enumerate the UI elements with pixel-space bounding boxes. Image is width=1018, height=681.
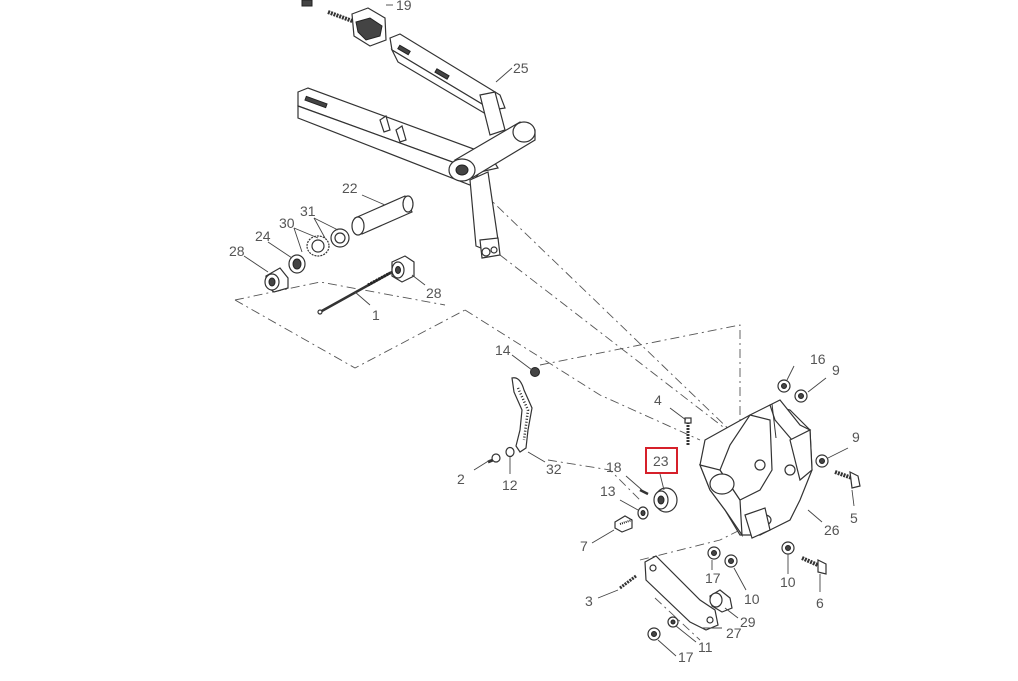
plate-27 [644,555,719,631]
callout-30: 30 [279,215,295,231]
washer-13 [637,506,649,520]
callout-14: 14 [495,342,511,358]
highlight-box-23 [645,447,678,474]
callout-17-upper: 17 [705,570,721,586]
bearing-set [264,228,350,293]
callout-5: 5 [850,510,858,526]
callout-27: 27 [726,625,742,641]
bolt-6 [801,556,827,575]
washer-12 [505,446,515,458]
callout-10-upper: 10 [744,591,760,607]
callout-22: 22 [342,180,358,196]
bolt-2 [487,453,501,464]
assembly-guide-lines [234,179,761,641]
callout-25: 25 [513,60,529,76]
bolt-4 [684,417,692,445]
strap-32 [511,377,533,453]
bolt-5 [834,470,861,489]
callout-7: 7 [580,538,588,554]
nut-17-lower [647,627,661,641]
callout-31: 31 [300,203,316,219]
callout-32: 32 [546,461,562,477]
callout-13: 13 [600,483,616,499]
callout-18: 18 [606,459,622,475]
callout-3: 3 [585,593,593,609]
callout-1: 1 [372,307,380,323]
spacer-29 [709,589,733,613]
callout-29: 29 [740,614,756,630]
swing-arm-25 [297,33,536,259]
nut-17-upper [707,546,721,560]
callout-4: 4 [654,392,662,408]
callout-11: 11 [698,639,713,655]
bolt-7 [614,515,633,533]
bracket-26 [699,399,813,539]
callout-9-upper: 9 [832,362,840,378]
bushing-23 [653,487,678,513]
callout-24: 24 [255,228,271,244]
callout-28-left: 28 [229,243,245,259]
washer-9-lower [815,454,829,468]
callout-10-right: 10 [780,574,796,590]
callout-26: 26 [824,522,840,538]
bolt-clamp-19 [301,0,387,47]
callout-17-lower: 17 [678,649,694,665]
rod-1 [317,270,393,315]
callout-19: 19 [396,0,412,13]
callout-12: 12 [502,477,518,493]
callout-16: 16 [810,351,826,367]
sleeve-28 [391,255,415,283]
callout-2: 2 [457,471,465,487]
pin-18 [639,488,649,496]
pin-22 [351,195,414,236]
callout-labels: 19 25 22 31 30 24 28 28 1 14 16 9 4 9 2 … [229,0,860,665]
bolt-3 [619,574,637,590]
washer-11 [667,616,679,628]
callout-28-right: 28 [426,285,442,301]
callout-9-lower: 9 [852,429,860,445]
washer-9-upper [794,389,808,403]
washer-10-upper [724,554,738,568]
leader-lines [243,4,855,657]
washer-10-right [781,541,795,555]
callout-23: 23 [653,453,669,469]
nut-16 [777,379,791,393]
nut-14 [530,367,540,377]
callout-6: 6 [816,595,824,611]
